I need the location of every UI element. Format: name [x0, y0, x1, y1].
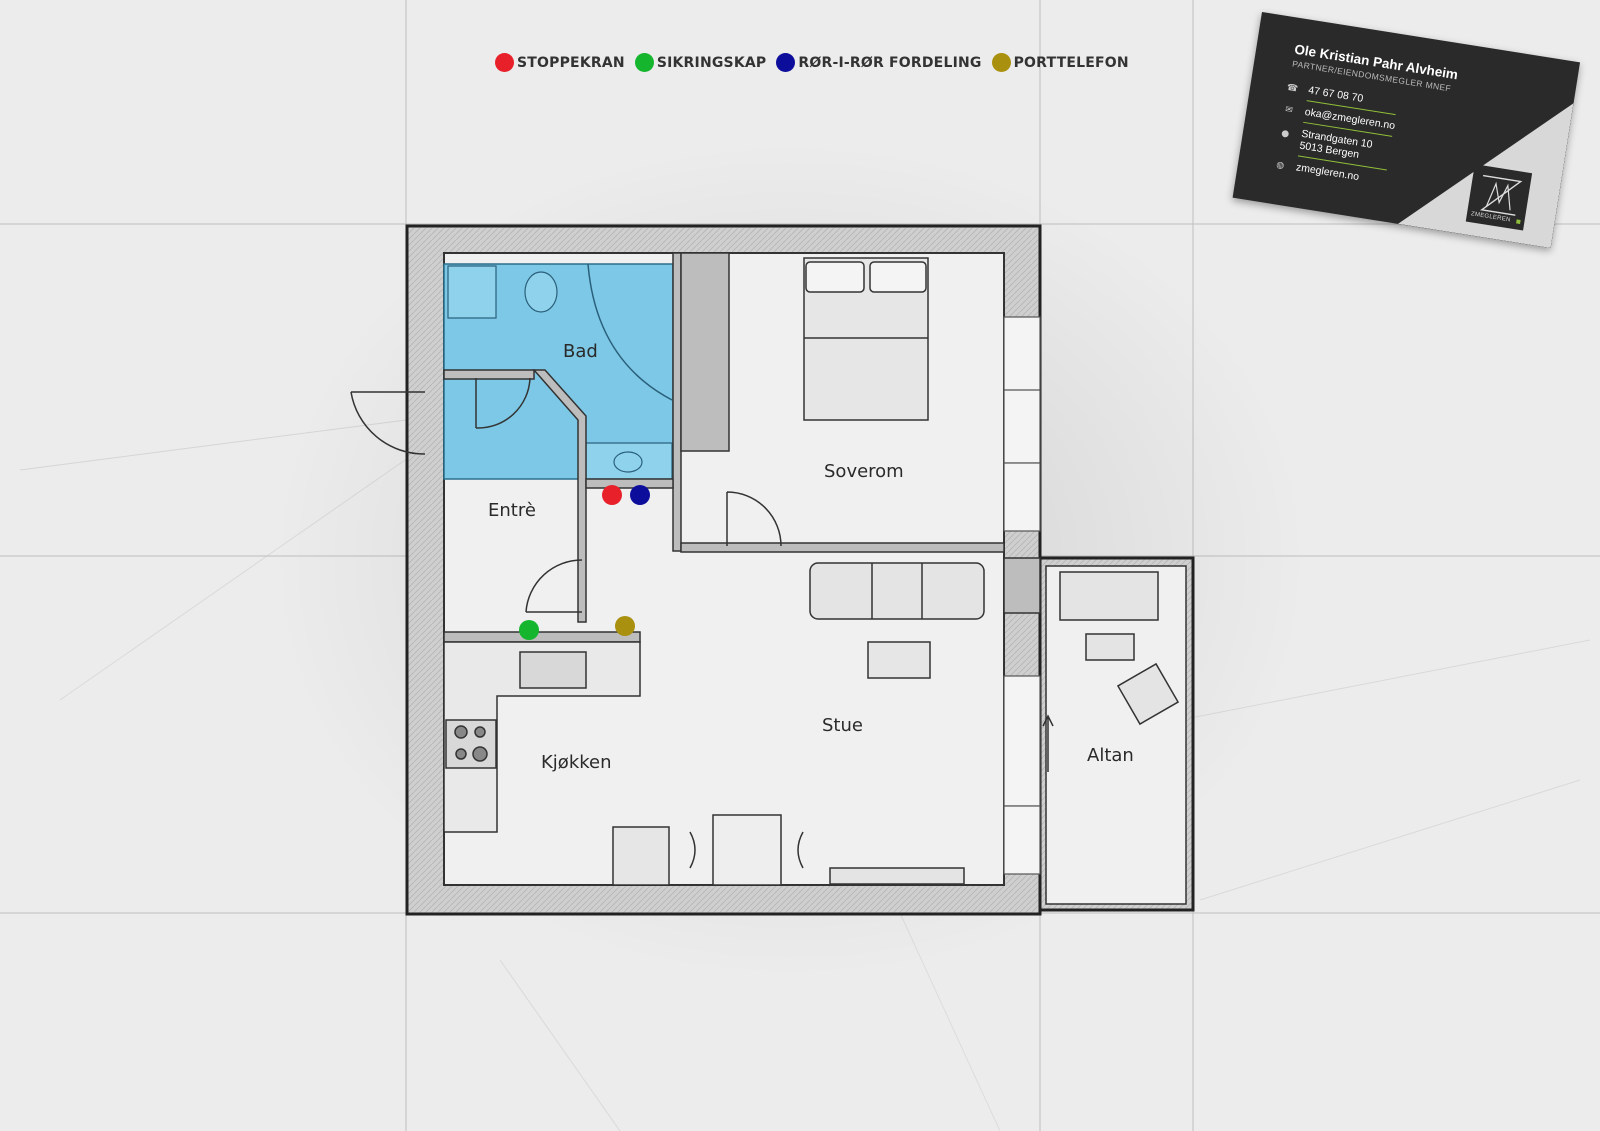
tv-bench: [829, 867, 965, 885]
sink-bowl: [613, 451, 643, 473]
kitchen-counter: [443, 641, 670, 886]
company-logo: ZMEGLEREN: [1465, 164, 1533, 231]
coffee-table: [867, 641, 931, 679]
dining-table: [689, 814, 804, 886]
legend-dot: [495, 53, 514, 72]
sofa: [809, 562, 985, 620]
legend-label: RØR-I-RØR FORDELING: [798, 54, 982, 71]
sink-counter: [585, 442, 673, 480]
room-label-entre: Entrè: [488, 500, 536, 521]
legend-item-ror-i-ror: RØR-I-RØR FORDELING: [776, 53, 981, 72]
interior-walls: [443, 252, 1041, 643]
pin-icon: ●: [1280, 128, 1290, 140]
balcony-furniture: [1059, 571, 1180, 726]
mail-icon: ✉: [1284, 104, 1294, 116]
room-label-stue: Stue: [822, 715, 863, 736]
room-label-bad: Bad: [563, 341, 598, 362]
legend-label: SIKRINGSKAP: [656, 54, 767, 71]
legend-item-sikringskap: SIKRINGSKAP: [634, 53, 767, 72]
legend-item-porttelefon: PORTTELEFON: [991, 53, 1129, 72]
altan-floor: [1045, 565, 1187, 905]
bed: [803, 257, 929, 421]
legend-item-stoppekran: STOPPEKRAN: [495, 53, 625, 72]
toilet: [524, 271, 558, 313]
legend-dot: [776, 53, 796, 72]
doors: [350, 377, 782, 613]
legend: STOPPEKRAN SIKRINGSKAP RØR-I-RØR FORDELI…: [495, 53, 1133, 72]
business-card: Ole Kristian Pahr Alvheim PARTNER/EIENDO…: [1232, 12, 1581, 249]
legend-label: PORTTELEFON: [1013, 54, 1129, 71]
marker-porttelefon: [615, 616, 635, 636]
marker-ror-i-ror: [630, 485, 650, 505]
room-label-kjokken: Kjøkken: [541, 752, 612, 773]
bath-cabinet: [447, 265, 497, 319]
room-label-altan: Altan: [1087, 745, 1134, 766]
marker-stoppekran: [602, 485, 622, 505]
phone-icon: ☎: [1286, 82, 1299, 95]
arrowhead: [1042, 714, 1054, 727]
legend-dot: [634, 53, 654, 72]
legend-label: STOPPEKRAN: [517, 54, 625, 71]
zm-logo-icon: [1479, 174, 1523, 224]
windows: [1003, 316, 1041, 875]
marker-sikringskap: [519, 620, 539, 640]
shower-arc: [587, 263, 673, 401]
room-label-soverom: Soverom: [824, 461, 904, 482]
globe-icon: ◍: [1275, 160, 1285, 172]
legend-dot: [991, 53, 1011, 72]
